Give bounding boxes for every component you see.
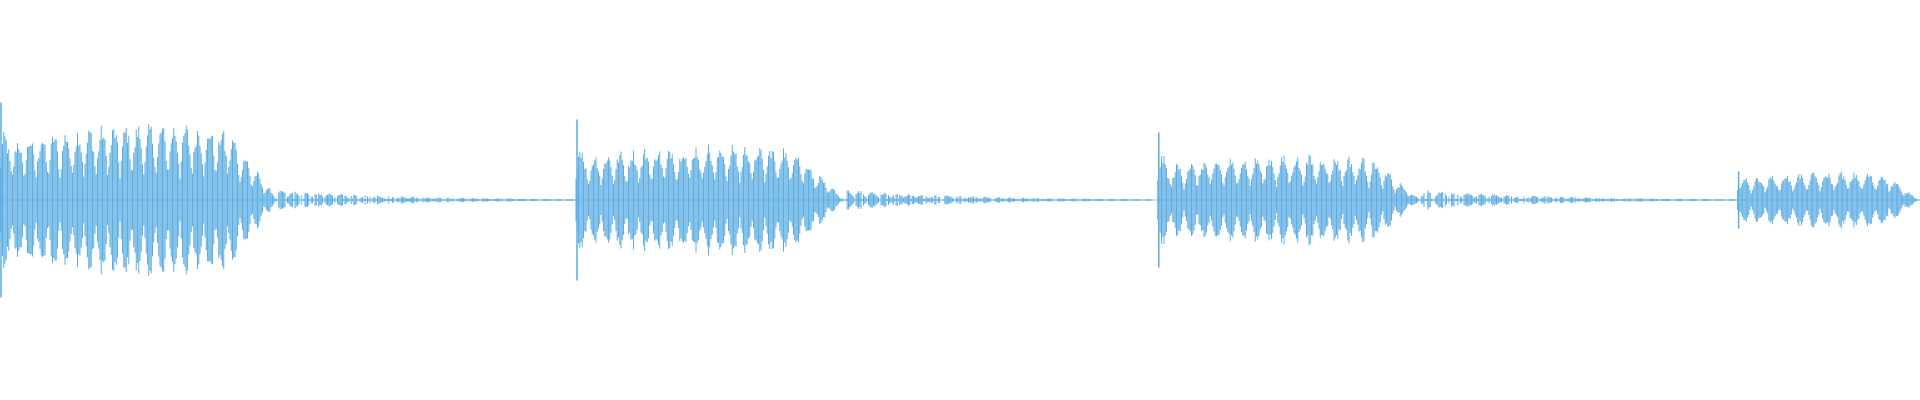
waveform-bursts	[0, 102, 1920, 298]
waveform-burst-4	[1737, 171, 1920, 229]
waveform-burst-2-path	[575, 144, 1152, 256]
waveform-burst-3-path	[1157, 154, 1738, 246]
waveform-burst-4-path	[1737, 171, 1920, 229]
waveform-burst-2	[575, 119, 1152, 281]
waveform-burst-1	[0, 102, 576, 298]
waveform-burst-1-path	[0, 124, 576, 276]
waveform-burst-3	[1157, 132, 1738, 268]
